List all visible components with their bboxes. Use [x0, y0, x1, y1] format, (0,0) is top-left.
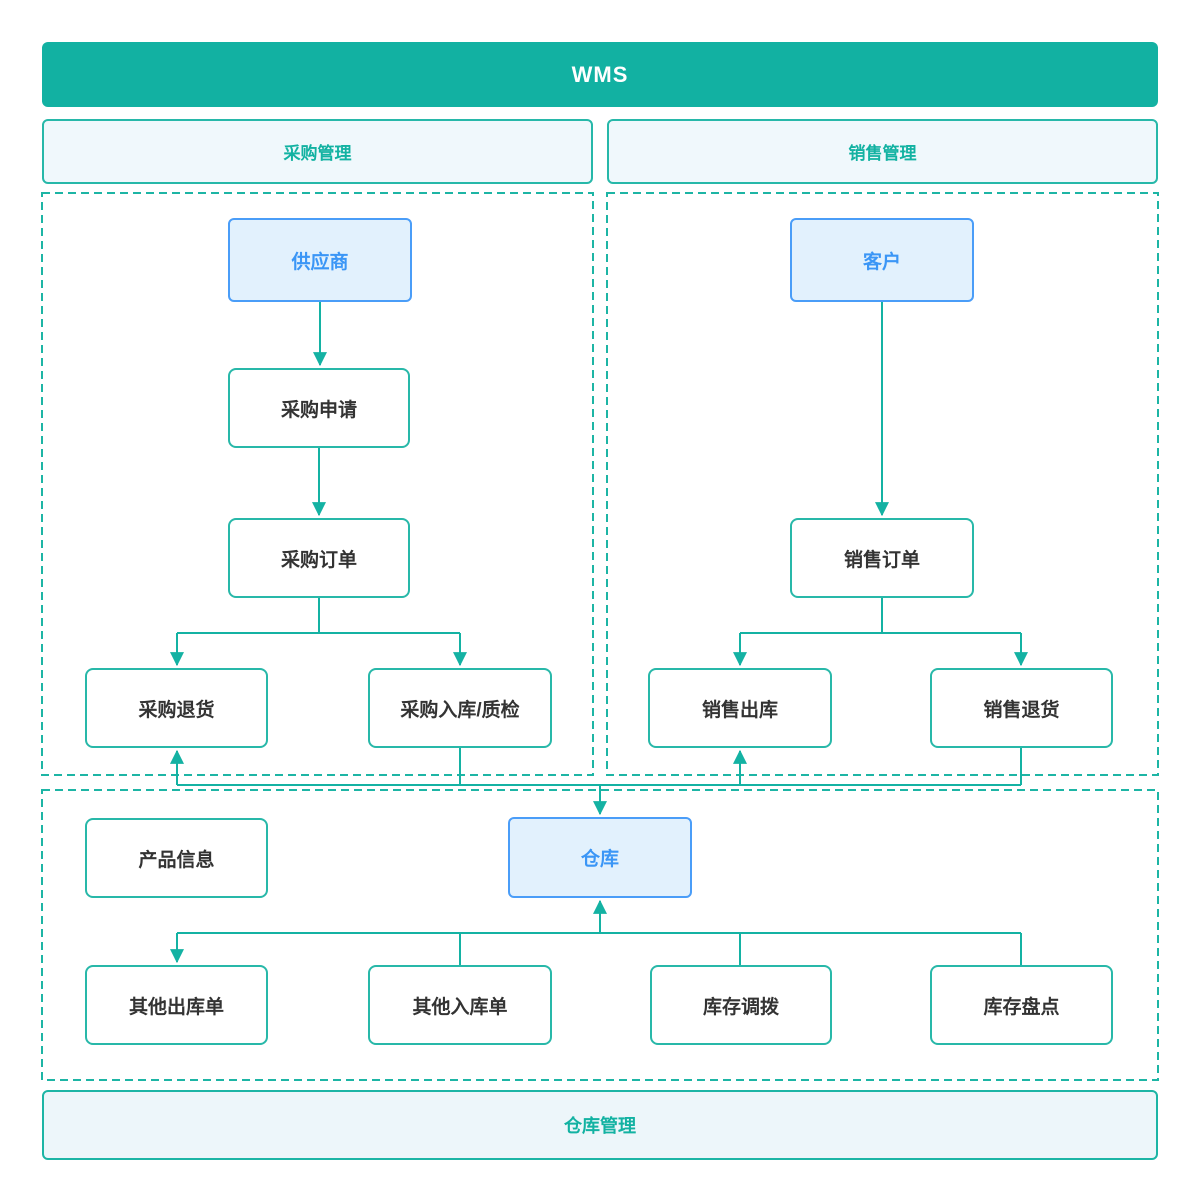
node-sales-order: 销售订单 [790, 518, 974, 598]
node-inventory-count: 库存盘点 [930, 965, 1113, 1045]
wms-title: WMS [571, 61, 629, 87]
node-purchase-return: 采购退货 [85, 668, 268, 748]
node-customer: 客户 [790, 218, 974, 302]
node-sales-return: 销售退货 [930, 668, 1113, 748]
node-warehouse: 仓库 [508, 817, 692, 898]
wms-title-banner: WMS [42, 42, 1158, 107]
connector-trunks [177, 598, 1022, 965]
node-supplier-label: 供应商 [291, 251, 349, 273]
node-purchase-return-label: 采购退货 [138, 699, 215, 721]
node-purchase-order-label: 采购订单 [280, 549, 357, 571]
warehouse-section-banner: 仓库管理 [42, 1090, 1158, 1160]
node-product-info: 产品信息 [85, 818, 268, 898]
node-purchase-order: 采购订单 [228, 518, 410, 598]
node-purchase-inbound-qc: 采购入库/质检 [368, 668, 552, 748]
node-purchase-request: 采购申请 [228, 368, 410, 448]
node-other-inbound: 其他入库单 [368, 965, 552, 1045]
node-inventory-transfer: 库存调拨 [650, 965, 832, 1045]
node-purchase-inbound-qc-label: 采购入库/质检 [400, 699, 520, 721]
node-other-outbound: 其他出库单 [85, 965, 268, 1045]
node-sales-outbound-label: 销售出库 [701, 699, 778, 721]
node-sales-return-label: 销售退货 [983, 699, 1060, 721]
node-warehouse-label: 仓库 [580, 849, 619, 870]
node-inventory-transfer-label: 库存调拨 [702, 996, 779, 1018]
node-supplier: 供应商 [228, 218, 412, 302]
section-header-purchase: 采购管理 [42, 119, 593, 184]
node-sales-outbound: 销售出库 [648, 668, 832, 748]
warehouse-section-label: 仓库管理 [564, 1116, 636, 1136]
node-other-outbound-label: 其他出库单 [128, 996, 224, 1018]
section-header-sales: 销售管理 [607, 119, 1158, 184]
node-product-info-label: 产品信息 [138, 849, 215, 871]
sales-section-label: 销售管理 [848, 144, 917, 163]
node-other-inbound-label: 其他入库单 [412, 996, 508, 1018]
node-inventory-count-label: 库存盘点 [983, 996, 1060, 1018]
node-sales-order-label: 销售订单 [843, 549, 920, 571]
node-purchase-request-label: 采购申请 [280, 399, 357, 421]
node-customer-label: 客户 [862, 251, 901, 273]
purchase-section-label: 采购管理 [283, 144, 352, 163]
